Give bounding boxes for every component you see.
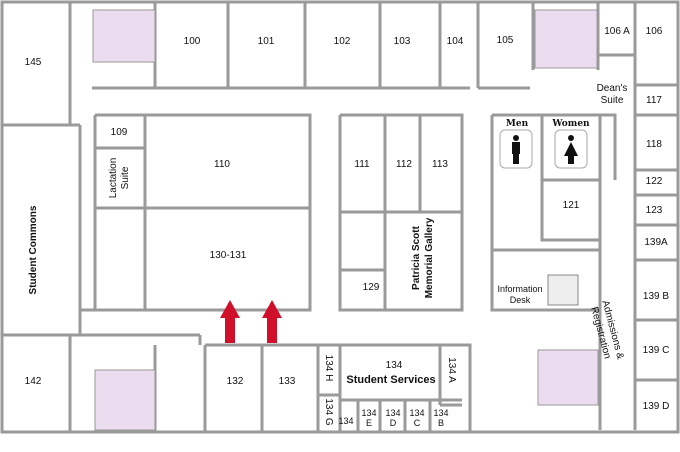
room-134c: 134 [409, 408, 425, 418]
lactation-suite: Lactation [108, 157, 119, 199]
patricia-scott-gallery: Patricia Scott [411, 226, 422, 290]
women-restroom: Women [552, 119, 590, 129]
room-117: 117 [646, 95, 662, 106]
room-121: 121 [562, 200, 580, 211]
arrow-up-icon [220, 300, 240, 343]
deans-suite: Dean's [596, 83, 628, 94]
room-134c-letter: C [413, 418, 421, 428]
room-134g: 134 G [323, 398, 334, 426]
lactation-suite-2: Suite [120, 166, 131, 190]
room-123: 123 [645, 205, 663, 216]
room-134b: 134 [433, 408, 449, 418]
room-134: 134 [385, 360, 403, 371]
room-134-small: 134 [338, 416, 354, 426]
right-block-walls [490, 113, 617, 430]
room-139c: 139 C [642, 345, 670, 356]
restroom-icons [499, 129, 588, 306]
room-134b-letter: B [437, 418, 445, 428]
stair-bottom-left [94, 369, 156, 431]
deans-suite-2: Suite [600, 95, 624, 106]
student-commons: Student Commons [28, 205, 39, 295]
room-109: 109 [110, 127, 128, 138]
room-113: 113 [432, 159, 448, 170]
room-104: 104 [446, 36, 464, 47]
middle-block-walls [338, 113, 464, 312]
information-desk-2: Desk [509, 295, 531, 305]
room-106: 106 [645, 26, 663, 37]
room-129: 129 [362, 282, 380, 293]
stair-bottom-right [537, 349, 599, 406]
room-145: 145 [24, 57, 42, 68]
room-112: 112 [396, 159, 412, 170]
student-services: Student Services [346, 374, 436, 386]
room-133: 133 [278, 376, 296, 387]
room-134d-letter: D [389, 418, 397, 428]
room-118: 118 [646, 139, 662, 150]
room-139a: 139A [644, 237, 668, 248]
men-icon [499, 129, 533, 169]
room-134a: 134 A [446, 357, 457, 383]
left-block-walls [2, 113, 312, 432]
patricia-scott-gallery-2: Memorial Gallery [424, 217, 435, 299]
information-desk: Information [497, 284, 543, 294]
stairs [92, 9, 599, 431]
room-139b: 139 B [642, 291, 670, 302]
room-106a: 106 A [604, 26, 630, 37]
stair-top-left [92, 9, 156, 63]
room-100: 100 [183, 36, 201, 47]
arrows [220, 300, 282, 343]
room-130-131: 130-131 [209, 250, 247, 261]
stair-top-right [534, 9, 598, 69]
room-132: 132 [226, 376, 244, 387]
men-restroom: Men [505, 119, 529, 129]
room-105: 105 [496, 35, 514, 46]
arrow-up-icon [262, 300, 282, 343]
women-icon [554, 129, 588, 169]
room-103: 103 [393, 36, 411, 47]
room-101: 101 [257, 36, 275, 47]
room-142: 142 [24, 376, 42, 387]
room-134e-letter: E [365, 418, 373, 428]
room-134e: 134 [361, 408, 377, 418]
elevator-icon [547, 274, 579, 306]
room-110: 110 [214, 159, 230, 170]
room-134h: 134 H [323, 354, 334, 382]
room-122: 122 [645, 176, 663, 187]
room-139d: 139 D [642, 401, 670, 412]
room-111: 111 [354, 159, 370, 170]
room-102: 102 [333, 36, 351, 47]
room-134d: 134 [385, 408, 401, 418]
